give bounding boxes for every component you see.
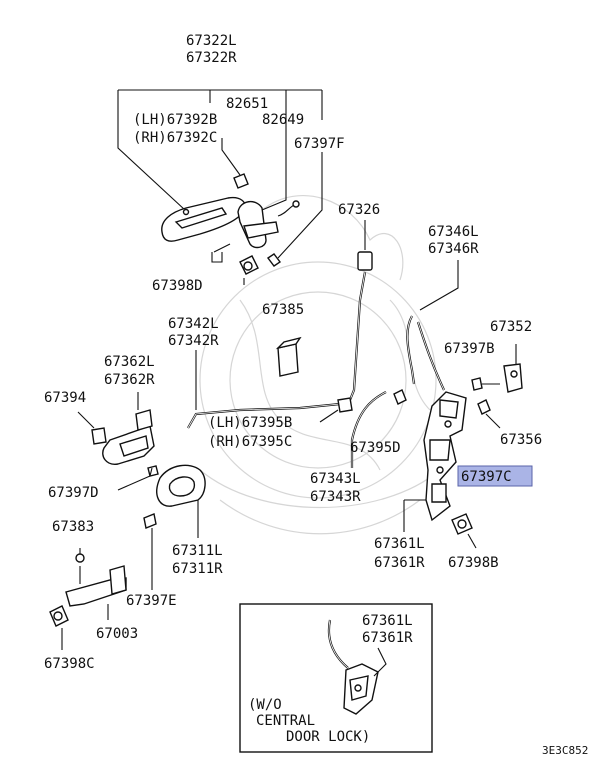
label-67398B[interactable]: 67398B [448, 555, 499, 571]
label-lh-67395B[interactable]: (LH)67395B [208, 415, 292, 431]
diagram-code: 3E3C852 [542, 744, 588, 757]
screw-67397E [143, 513, 157, 590]
escutcheon-67311 [156, 464, 206, 538]
inset-latch-assembly [327, 619, 387, 715]
label-67343L[interactable]: 67343L [310, 471, 361, 487]
label-67342L[interactable]: 67342L [168, 316, 219, 332]
door-check-67003 [65, 548, 127, 620]
label-inset-67361L[interactable]: 67361L [362, 613, 413, 629]
label-67383[interactable]: 67383 [52, 519, 94, 535]
handle-rod-assembly [211, 103, 300, 263]
label-67397C[interactable]: 67397C [461, 469, 512, 485]
label-rh-67392C[interactable]: (RH)67392C [133, 130, 217, 146]
label-67361L[interactable]: 67361L [374, 536, 425, 552]
inset-box [239, 603, 433, 753]
label-rh-67395C[interactable]: (RH)67395C [208, 434, 292, 450]
leader-67322 [117, 89, 323, 211]
label-67398D[interactable]: 67398D [152, 278, 203, 294]
label-67361R[interactable]: 67361R [374, 555, 425, 571]
rod-67343 [350, 391, 387, 468]
label-67395D[interactable]: 67395D [350, 440, 401, 456]
inset-note-line3: DOOR LOCK) [286, 729, 370, 745]
label-67397D[interactable]: 67397D [48, 485, 99, 501]
part-labels: 67322L 67322R 82651 (LH)67392B 82649 (RH… [44, 33, 588, 757]
label-67356[interactable]: 67356 [500, 432, 542, 448]
label-67322L[interactable]: 67322L [186, 33, 237, 49]
label-67346L[interactable]: 67346L [428, 224, 479, 240]
label-67346R[interactable]: 67346R [428, 241, 479, 257]
label-67003[interactable]: 67003 [96, 626, 138, 642]
label-67362R[interactable]: 67362R [104, 372, 155, 388]
inside-handle-67362 [102, 392, 155, 465]
highlight-box-67397C [457, 465, 533, 487]
bolt-67397F [266, 152, 323, 267]
label-67311R[interactable]: 67311R [172, 561, 223, 577]
label-67352[interactable]: 67352 [490, 319, 532, 335]
block-67385 [275, 336, 302, 377]
label-67397B[interactable]: 67397B [444, 341, 495, 357]
inset-note-line2: CENTRAL [256, 713, 315, 729]
label-67398C[interactable]: 67398C [44, 656, 95, 672]
bolt-67398C [49, 605, 69, 650]
label-lh-67392B[interactable]: (LH)67392B [133, 112, 217, 128]
label-67342R[interactable]: 67342R [168, 333, 219, 349]
label-67397E[interactable]: 67397E [126, 593, 177, 609]
label-82651[interactable]: 82651 [226, 96, 268, 112]
rod-67346 [406, 260, 459, 391]
screw-67397D [117, 465, 159, 491]
label-67326[interactable]: 67326 [338, 202, 380, 218]
label-67343R[interactable]: 67343R [310, 489, 361, 505]
outside-handle [161, 196, 246, 242]
label-inset-67361R[interactable]: 67361R [362, 630, 413, 646]
screw-67397B [471, 377, 500, 391]
clip-67394 [77, 411, 107, 445]
rod-67326 [348, 220, 373, 401]
clip-67395 [319, 397, 353, 423]
label-67362L[interactable]: 67362L [104, 354, 155, 370]
label-67322R[interactable]: 67322R [186, 50, 237, 66]
clip-67392 [221, 138, 249, 189]
label-82649[interactable]: 82649 [262, 112, 304, 128]
rod-67342 [187, 350, 341, 429]
label-67394[interactable]: 67394 [44, 390, 86, 406]
bolt-67395D [393, 389, 407, 405]
label-67397F[interactable]: 67397F [294, 136, 345, 152]
door-latch-67361 [403, 391, 467, 532]
bolt-67398D [239, 255, 259, 285]
bolt-67398B [451, 513, 477, 549]
screw-67356 [477, 399, 501, 429]
inset-note-line1: (W/O [248, 697, 282, 713]
label-67311L[interactable]: 67311L [172, 543, 223, 559]
label-67385[interactable]: 67385 [262, 302, 304, 318]
bracket-67352 [503, 344, 523, 393]
